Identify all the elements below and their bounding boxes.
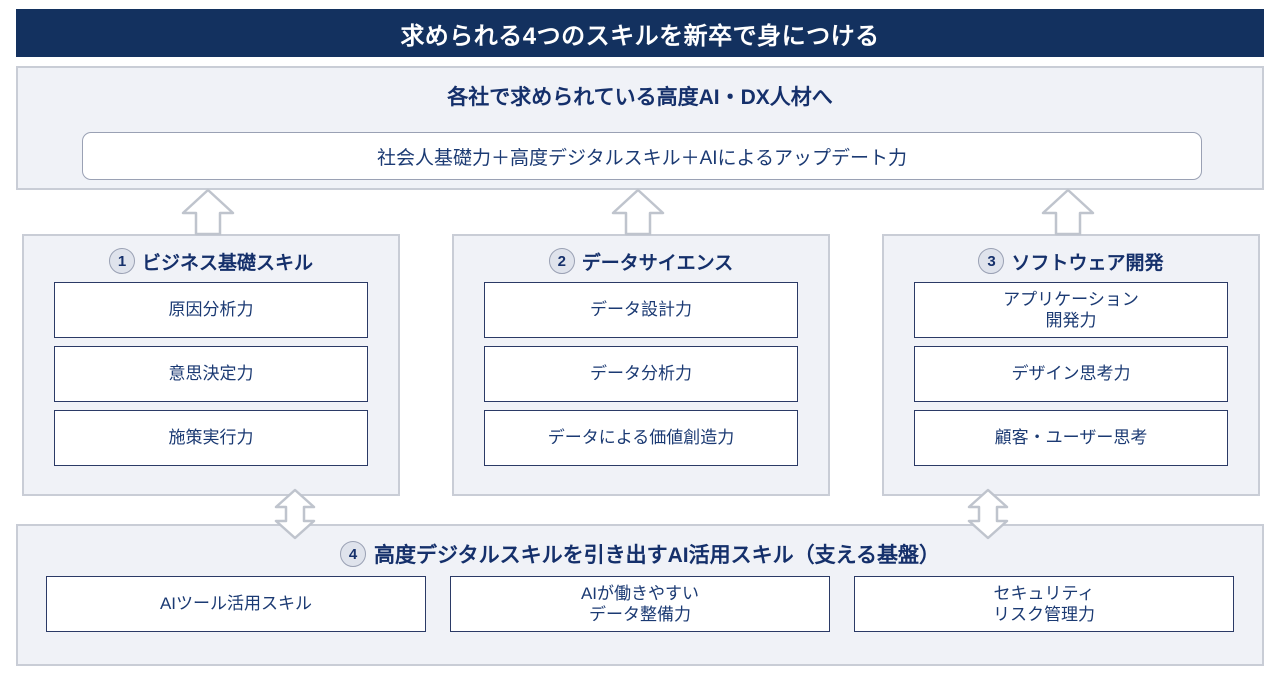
skill-box[interactable]: データによる価値創造力 (484, 410, 798, 466)
column-header: 2 データサイエンス (454, 240, 828, 282)
foundation-header: 4 高度デジタルスキルを引き出すAI活用スキル（支える基盤） (18, 532, 1262, 576)
foundation-panel: 4 高度デジタルスキルを引き出すAI活用スキル（支える基盤） AIツール活用スキ… (16, 524, 1264, 666)
skill-item-list: 原因分析力 意思決定力 施策実行力 (24, 282, 398, 466)
foundation-label: AIが働きやすい データ整備力 (580, 583, 700, 624)
skill-label: データ分析力 (590, 364, 692, 384)
skill-box[interactable]: データ設計力 (484, 282, 798, 338)
skill-label: データ設計力 (590, 300, 692, 320)
arrow-up-column-2 (611, 188, 665, 236)
goal-heading: 各社で求められている高度AI・DX人材へ (447, 86, 833, 109)
foundation-label: セキュリティ リスク管理力 (993, 583, 1095, 624)
number-badge-icon: 2 (548, 248, 575, 274)
skill-label: アプリケーション 開発力 (1003, 289, 1139, 330)
foundation-box[interactable]: セキュリティ リスク管理力 (854, 576, 1234, 632)
skill-box[interactable]: データ分析力 (484, 346, 798, 402)
skill-column-software: 3 ソフトウェア開発 アプリケーション 開発力 デザイン思考力 顧客・ユーザー思… (882, 234, 1260, 496)
skill-box[interactable]: 施策実行力 (54, 410, 368, 466)
foundation-label: AIツール活用スキル (159, 594, 313, 614)
skill-label: 原因分析力 (168, 300, 254, 320)
number-badge-icon: 4 (340, 541, 367, 567)
arrow-up-column-1 (181, 188, 235, 236)
skill-box[interactable]: 原因分析力 (54, 282, 368, 338)
foundation-title: 高度デジタルスキルを引き出すAI活用スキル（支える基盤） (374, 544, 940, 567)
skill-label: 顧客・ユーザー思考 (994, 428, 1148, 448)
foundation-item-list: AIツール活用スキル AIが働きやすい データ整備力 セキュリティ リスク管理力 (18, 576, 1262, 632)
column-header: 3 ソフトウェア開発 (884, 240, 1258, 282)
skill-item-list: データ設計力 データ分析力 データによる価値創造力 (454, 282, 828, 466)
column-title: ソフトウェア開発 (1011, 252, 1164, 274)
skill-label: 意思決定力 (168, 364, 254, 384)
goal-panel: 各社で求められている高度AI・DX人材へ 社会人基礎力＋高度デジタルスキル＋AI… (16, 66, 1264, 190)
number-badge-icon: 3 (978, 248, 1005, 274)
skill-item-list: アプリケーション 開発力 デザイン思考力 顧客・ユーザー思考 (884, 282, 1258, 466)
skill-label: 施策実行力 (168, 428, 254, 448)
column-title: ビジネス基礎スキル (141, 252, 313, 274)
arrow-bidirectional-column-1 (272, 488, 318, 540)
arrow-up-column-3 (1041, 188, 1095, 236)
skill-label: デザイン思考力 (1011, 364, 1131, 384)
arrow-bidirectional-column-3 (965, 488, 1011, 540)
skill-label: データによる価値創造力 (547, 428, 735, 448)
foundation-box[interactable]: AIが働きやすい データ整備力 (450, 576, 830, 632)
header-banner: 求められる4つのスキルを新卒で身につける (16, 9, 1264, 57)
skill-column-business: 1 ビジネス基礎スキル 原因分析力 意思決定力 施策実行力 (22, 234, 400, 496)
skill-box[interactable]: デザイン思考力 (914, 346, 1228, 402)
skill-box[interactable]: 顧客・ユーザー思考 (914, 410, 1228, 466)
number-badge-icon: 1 (108, 248, 135, 274)
skill-box[interactable]: アプリケーション 開発力 (914, 282, 1228, 338)
skill-box[interactable]: 意思決定力 (54, 346, 368, 402)
column-header: 1 ビジネス基礎スキル (24, 240, 398, 282)
banner-title: 求められる4つのスキルを新卒で身につける (400, 22, 880, 50)
skill-column-data-science: 2 データサイエンス データ設計力 データ分析力 データによる価値創造力 (452, 234, 830, 496)
column-title: データサイエンス (581, 252, 734, 274)
goal-formula-text: 社会人基礎力＋高度デジタルスキル＋AIによるアップデート力 (376, 147, 907, 169)
goal-formula-box: 社会人基礎力＋高度デジタルスキル＋AIによるアップデート力 (82, 132, 1202, 180)
foundation-box[interactable]: AIツール活用スキル (46, 576, 426, 632)
